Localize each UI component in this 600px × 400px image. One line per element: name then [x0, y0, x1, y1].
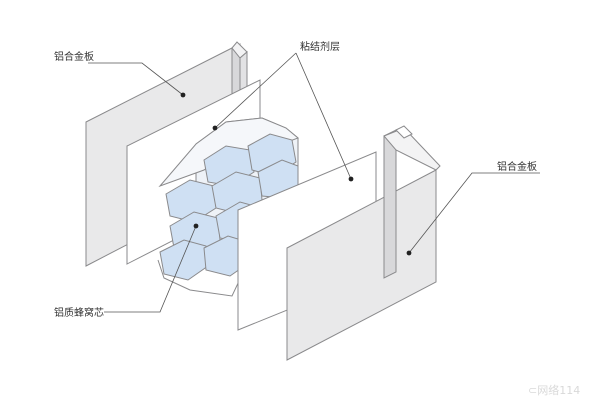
leader-adhesive-right — [295, 52, 352, 180]
callout-dots — [180, 92, 412, 256]
right-aluminum-panel — [286, 125, 441, 361]
right-panel-side — [383, 129, 397, 279]
dot-adhesive-left — [212, 125, 218, 131]
dot-left-panel — [180, 92, 186, 98]
honeycomb-cell-8 — [159, 239, 209, 281]
leader-lines — [88, 52, 540, 313]
leader-core — [104, 225, 197, 313]
leader-right-panel — [408, 172, 540, 254]
right-panel-back-lip — [395, 125, 413, 139]
honeycomb-bottom-edge — [157, 259, 249, 297]
watermark-logo: ⊂网络114 — [528, 383, 580, 397]
label-right-panel: 铝合金板 — [497, 160, 537, 173]
leader-adhesive-left — [214, 52, 297, 129]
dot-adhesive-right — [348, 176, 354, 182]
label-adhesive-layer: 粘结剂层 — [300, 40, 340, 53]
dot-core — [193, 223, 199, 229]
label-left-panel: 铝合金板 — [54, 50, 94, 63]
leader-left-panel — [88, 62, 184, 96]
dot-right-panel — [406, 250, 412, 256]
label-honeycomb-core: 铝质蜂窝芯 — [54, 306, 104, 319]
